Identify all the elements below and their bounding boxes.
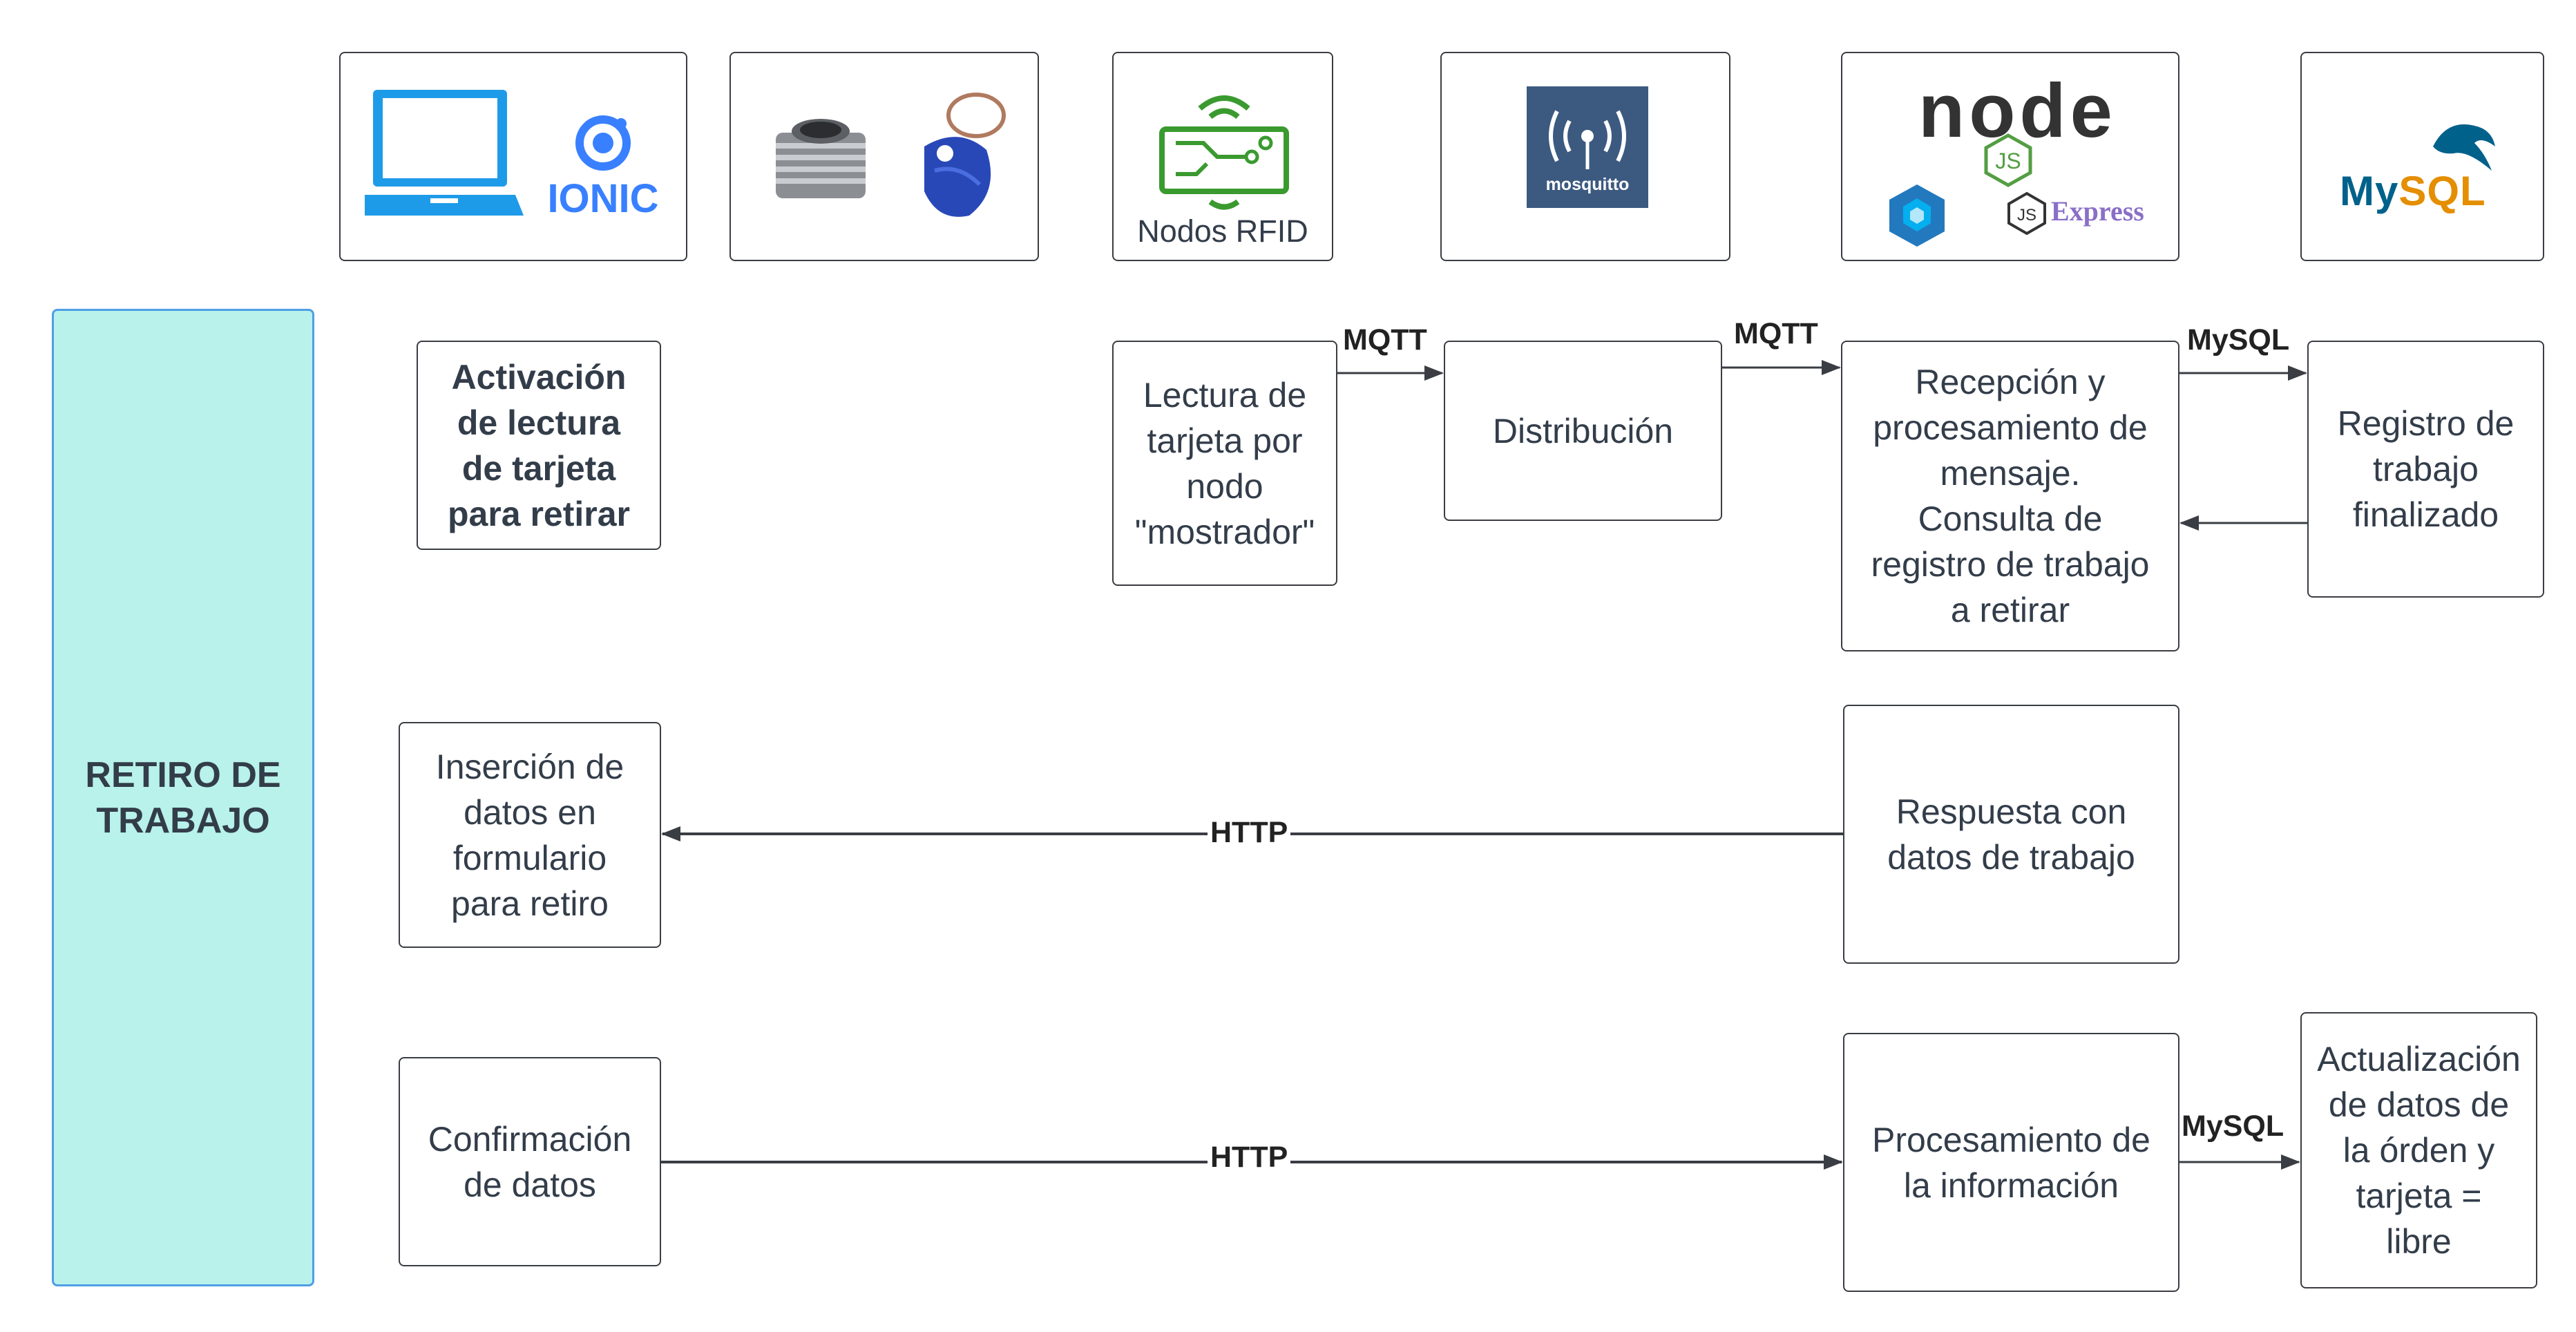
edge-label-mysql-2: MySQL bbox=[2182, 1109, 2284, 1143]
edge-label-http-1: HTTP bbox=[1208, 815, 1291, 850]
step-read-card: Lectura de tarjeta por nodo "mostrador" bbox=[1112, 341, 1337, 586]
laptop-icon bbox=[365, 90, 524, 216]
backend-logo-box: node JS JS Express bbox=[1841, 52, 2179, 261]
express-logo-text: Express bbox=[2051, 196, 2144, 227]
edge-label-mqtt-2: MQTT bbox=[1734, 316, 1818, 351]
svg-text:JS: JS bbox=[1995, 149, 2021, 173]
step-update: Actualización de datos de la órden y tar… bbox=[2300, 1012, 2537, 1288]
mosquitto-logo: mosquitto bbox=[1527, 86, 1648, 208]
mysql-logo: MySQL bbox=[2340, 167, 2486, 215]
rfid-nodes-label: Nodos RFID bbox=[1137, 213, 1308, 249]
nodejs-hexagon-icon: JS bbox=[1984, 133, 2032, 187]
ionic-logo-text: IONIC bbox=[548, 176, 658, 221]
rfid-circuit-icon bbox=[1159, 95, 1289, 210]
rfid-logo-box: Nodos RFID bbox=[1112, 52, 1333, 261]
step-activation: Activación de lectura de tarjeta para re… bbox=[417, 341, 661, 550]
express-logo: JS bbox=[2007, 191, 2046, 236]
svg-text:JS: JS bbox=[2017, 206, 2036, 225]
frontend-logo-box: IONIC bbox=[339, 52, 687, 261]
sequelize-logo bbox=[1889, 184, 1945, 247]
motor-cylinder-image bbox=[776, 119, 866, 198]
mysql-logo-my: My bbox=[2340, 168, 2399, 214]
broker-logo-box: mosquitto bbox=[1440, 52, 1730, 261]
step-insert-form: Inserción de datos en formulario para re… bbox=[399, 722, 661, 948]
ionic-logo: IONIC bbox=[548, 115, 658, 221]
step-response: Respuesta con datos de trabajo bbox=[1843, 705, 2179, 964]
step-record-finished: Registro de trabajo finalizado bbox=[2307, 341, 2544, 598]
edge-label-mqtt-1: MQTT bbox=[1343, 323, 1427, 357]
swimlane-retiro-de-trabajo: RETIRO DE TRABAJO bbox=[52, 309, 314, 1286]
mysql-logo-sql: SQL bbox=[2398, 168, 2486, 214]
hardware-logo-box bbox=[729, 52, 1039, 261]
mosquitto-logo-text: mosquitto bbox=[1545, 175, 1630, 194]
mysql-dolphin-icon bbox=[2433, 124, 2495, 171]
step-reception: Recepción y procesamiento de mensaje. Co… bbox=[1841, 341, 2179, 651]
database-logo-box: MySQL bbox=[2300, 52, 2544, 261]
edge-label-http-2: HTTP bbox=[1208, 1140, 1291, 1174]
rfid-keyfob-image bbox=[924, 93, 1006, 217]
step-confirm: Confirmación de datos bbox=[399, 1057, 661, 1266]
step-distribution: Distribución bbox=[1444, 341, 1722, 521]
edge-label-mysql-1: MySQL bbox=[2187, 323, 2290, 357]
step-processing: Procesamiento de la información bbox=[1843, 1033, 2179, 1292]
